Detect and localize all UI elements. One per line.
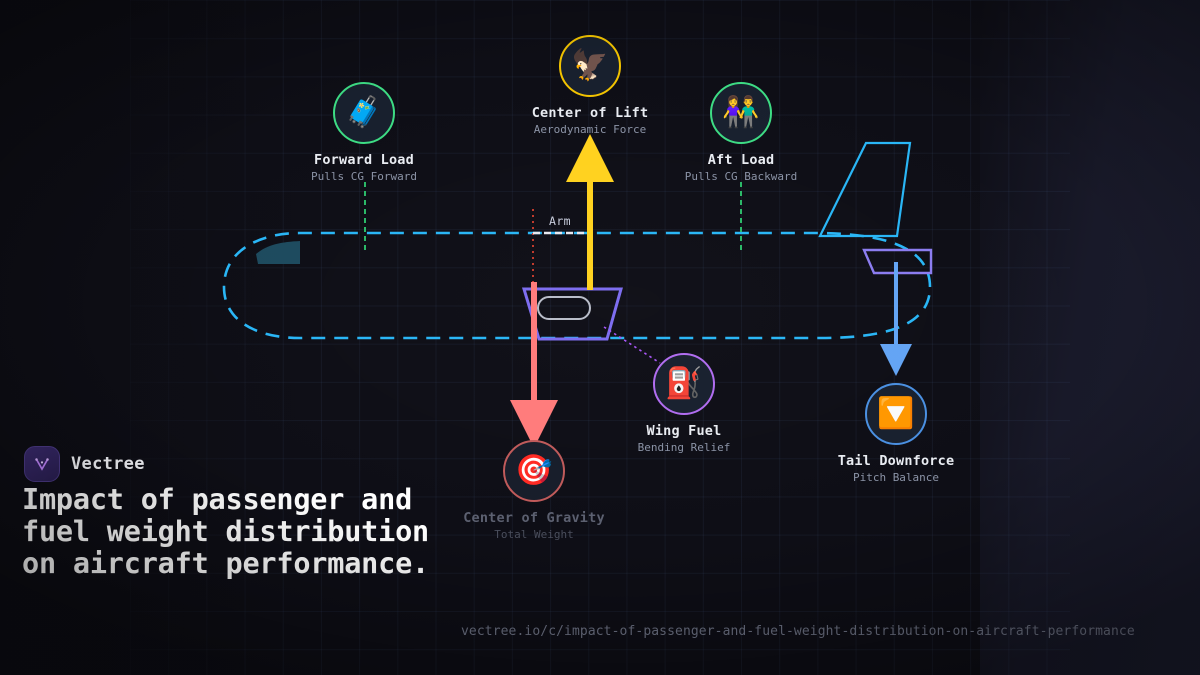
page-title: Impact of passenger and fuel weight dist… (22, 483, 452, 581)
node-center-of-lift[interactable]: 🦅 Center of Lift Aerodynamic Force (490, 35, 690, 136)
node-icon-glyph: 🎯 (515, 456, 552, 486)
node-title: Center of Gravity (463, 510, 605, 526)
fuselage-outline (222, 231, 932, 340)
cockpit-window (256, 241, 300, 264)
node-icon-glyph: 🦅 (571, 51, 608, 81)
luggage-icon: 🧳 (333, 82, 395, 144)
eagle-icon: 🦅 (559, 35, 621, 97)
node-icon-glyph: 🔽 (877, 399, 914, 429)
node-tail-downforce[interactable]: 🔽 Tail Downforce Pitch Balance (796, 383, 996, 484)
wing-fuel-connector (603, 326, 661, 364)
node-forward-load[interactable]: 🧳 Forward Load Pulls CG Forward (264, 82, 464, 183)
node-title: Tail Downforce (838, 453, 955, 469)
vectree-v-logo-icon (24, 446, 60, 482)
brand-block: Vectree (24, 446, 145, 482)
wing-fuel-tank (537, 296, 591, 320)
node-subtitle: Aerodynamic Force (534, 123, 647, 136)
fuel-pump-icon: ⛽ (653, 353, 715, 415)
people-holding-hands-icon: 👫 (710, 82, 772, 144)
node-subtitle: Pulls CG Backward (685, 170, 798, 183)
vertical-stabilizer (818, 141, 912, 238)
node-title: Wing Fuel (647, 423, 722, 439)
grid-left-fade (0, 0, 300, 675)
node-subtitle: Total Weight (494, 528, 573, 541)
right-gradient-panel (980, 0, 1200, 675)
source-url: vectree.io/c/impact-of-passenger-and-fue… (461, 624, 1135, 639)
target-icon: 🎯 (503, 440, 565, 502)
arm-label: Arm (549, 214, 571, 228)
brand-name: Vectree (71, 454, 145, 474)
horizontal-stabilizer (862, 248, 933, 275)
node-icon-glyph: ⛽ (665, 369, 702, 399)
node-icon-glyph: 🧳 (345, 98, 382, 128)
node-subtitle: Bending Relief (638, 441, 731, 454)
node-wing-fuel[interactable]: ⛽ Wing Fuel Bending Relief (584, 353, 784, 454)
down-arrow-button-icon: 🔽 (865, 383, 927, 445)
node-title: Forward Load (314, 152, 414, 168)
node-subtitle: Pitch Balance (853, 471, 939, 484)
node-subtitle: Pulls CG Forward (311, 170, 417, 183)
node-title: Aft Load (708, 152, 775, 168)
node-aft-load[interactable]: 👫 Aft Load Pulls CG Backward (641, 82, 841, 183)
node-title: Center of Lift (532, 105, 649, 121)
logo-glyph (35, 458, 49, 471)
node-icon-glyph: 👫 (722, 98, 759, 128)
node-center-of-gravity[interactable]: 🎯 Center of Gravity Total Weight (434, 440, 634, 541)
